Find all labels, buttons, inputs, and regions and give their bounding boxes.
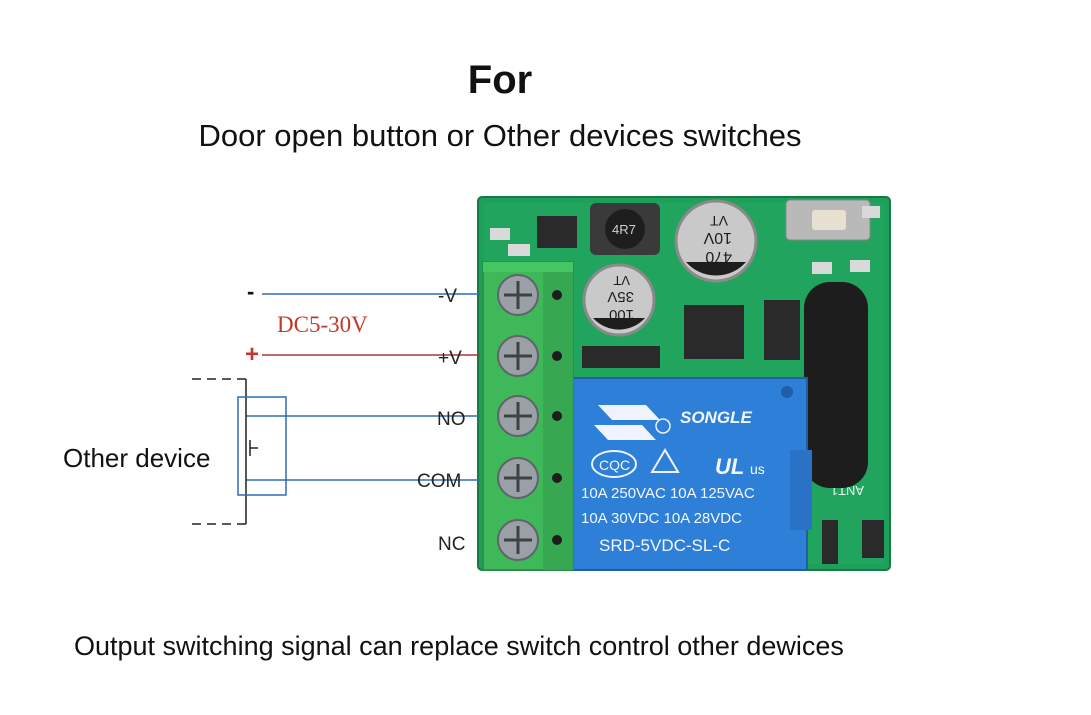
screw-com xyxy=(497,457,562,499)
terminal-vpos-label: +V xyxy=(438,348,462,369)
svg-text:470: 470 xyxy=(705,248,732,265)
svg-text:VT: VT xyxy=(710,213,728,229)
footer-caption: Output switching signal can replace swit… xyxy=(74,631,844,661)
relay-brand: SONGLE xyxy=(680,408,752,427)
terminal-nc-label: NC xyxy=(438,534,466,555)
terminal-block xyxy=(482,261,574,571)
svg-text:10V: 10V xyxy=(703,229,732,246)
relay-cert: CQC xyxy=(599,457,630,473)
ic-chip-top xyxy=(537,216,577,248)
other-device-label: Other device xyxy=(63,443,211,473)
relay-rating-1: 10A 250VAC 10A 125VAC xyxy=(581,485,755,502)
terminal-vneg-label: -V xyxy=(438,286,457,307)
terminal-no-label: NO xyxy=(437,409,466,430)
other-device-switch xyxy=(192,378,287,525)
supply-minus-label: - xyxy=(247,279,255,304)
svg-text:VT: VT xyxy=(613,273,630,288)
ic-chip-middle xyxy=(684,305,744,359)
svg-text:35V: 35V xyxy=(607,288,634,305)
svg-text:UL: UL xyxy=(715,454,744,479)
ic-chip-right xyxy=(764,300,800,360)
svg-text:100: 100 xyxy=(609,306,634,323)
inductor-label: 4R7 xyxy=(612,222,636,237)
terminal-com-label: COM xyxy=(417,471,462,492)
relay: SONGLE CQC UL us 10A 250VAC 10A 125VAC 1… xyxy=(570,377,812,571)
page-title: For xyxy=(467,58,533,102)
screw-vpos xyxy=(497,335,562,377)
supply-plus-label: + xyxy=(245,341,260,368)
capacitor-470 xyxy=(674,199,758,283)
relay-rating-2: 10A 30VDC 10A 28VDC xyxy=(581,510,742,527)
screw-vneg xyxy=(497,274,562,316)
supply-voltage-label: DC5-30V xyxy=(277,312,368,337)
page-subtitle: Door open button or Other devices switch… xyxy=(198,118,802,153)
svg-text:us: us xyxy=(750,461,765,477)
screw-no xyxy=(497,395,562,437)
screw-nc xyxy=(497,519,562,561)
diode xyxy=(582,346,660,368)
relay-model: SRD-5VDC-SL-C xyxy=(599,536,730,555)
antenna-coil xyxy=(804,282,868,488)
capacitor-100 xyxy=(582,263,656,337)
